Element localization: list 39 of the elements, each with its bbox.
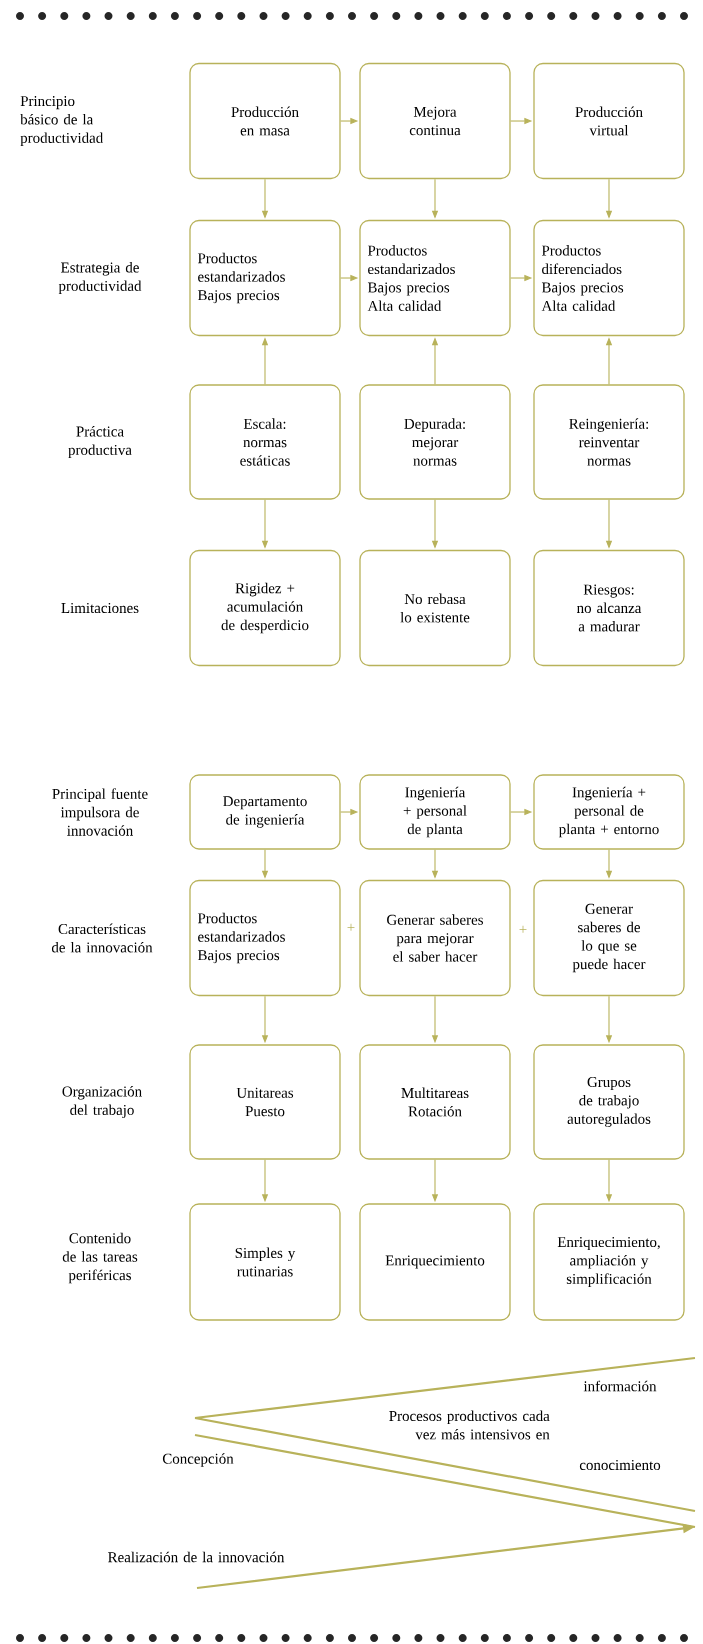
plus-sign: + — [347, 923, 355, 931]
process-box: Simples y rutinarias — [189, 1203, 341, 1321]
process-box: Productos estandarizados Bajos precios — [189, 219, 341, 337]
process-box: Ingeniería + personal de planta + entorno — [533, 774, 685, 850]
process-box: Generar saberes de lo que se puede hacer — [533, 879, 685, 997]
process-box: Enriquecimiento, ampliación y simplificación — [533, 1203, 685, 1321]
caption-text: Concepción — [162, 1453, 234, 1467]
row-label: Organización del trabajo — [62, 1086, 142, 1118]
process-box: Mejora continua — [359, 62, 511, 180]
process-box: Ingeniería + personal de planta — [359, 774, 511, 850]
row-label: Características de la innovación — [51, 923, 153, 953]
plus-sign: + — [519, 925, 527, 933]
caption-text: información — [583, 1380, 657, 1392]
process-box: No rebasa lo existente — [359, 549, 511, 667]
process-box: Productos estandarizados Bajos precios — [189, 879, 341, 997]
row-label: Práctica productiva — [68, 426, 132, 458]
process-box: Unitareas Puesto — [189, 1044, 341, 1160]
process-box: Depurada: mejorar normas — [359, 384, 511, 500]
caption-text: Procesos productivos cada vez más intensivos en — [389, 1410, 550, 1440]
process-box: Rigidez + acumulación de desperdicio — [189, 549, 341, 667]
row-label: Principal fuente impulsora de innovación — [52, 788, 148, 836]
process-box: Producción en masa — [189, 62, 341, 180]
row-label: Limitaciones — [61, 603, 139, 614]
process-box: Riesgos: no alcanza a madurar — [533, 549, 685, 667]
row-label: Estrategia de productividad — [58, 262, 142, 294]
process-box: Grupos de trabajo autoregulados — [533, 1044, 685, 1160]
process-box: Reingeniería: reinventar normas — [533, 384, 685, 500]
process-box: Generar saberes para mejorar el saber hacer — [359, 879, 511, 997]
process-box: Multitareas Rotación — [359, 1044, 511, 1160]
row-label: Contenido de las tareas periféricas — [62, 1232, 138, 1284]
caption-text: Realización de la innovación — [108, 1551, 285, 1563]
row-label: Principio básico de la productividad — [20, 96, 103, 146]
process-box: Producción virtual — [533, 62, 685, 180]
process-box: Productos diferenciados Bajos precios Alta calidad — [533, 219, 685, 337]
caption-text: conocimiento — [579, 1460, 661, 1470]
process-box: Departamento de ingeniería — [189, 774, 341, 850]
process-box: Productos estandarizados Bajos precios Alta calidad — [359, 219, 511, 337]
process-box: Escala: normas estáticas — [189, 384, 341, 500]
process-box: Enriquecimiento — [359, 1203, 511, 1321]
